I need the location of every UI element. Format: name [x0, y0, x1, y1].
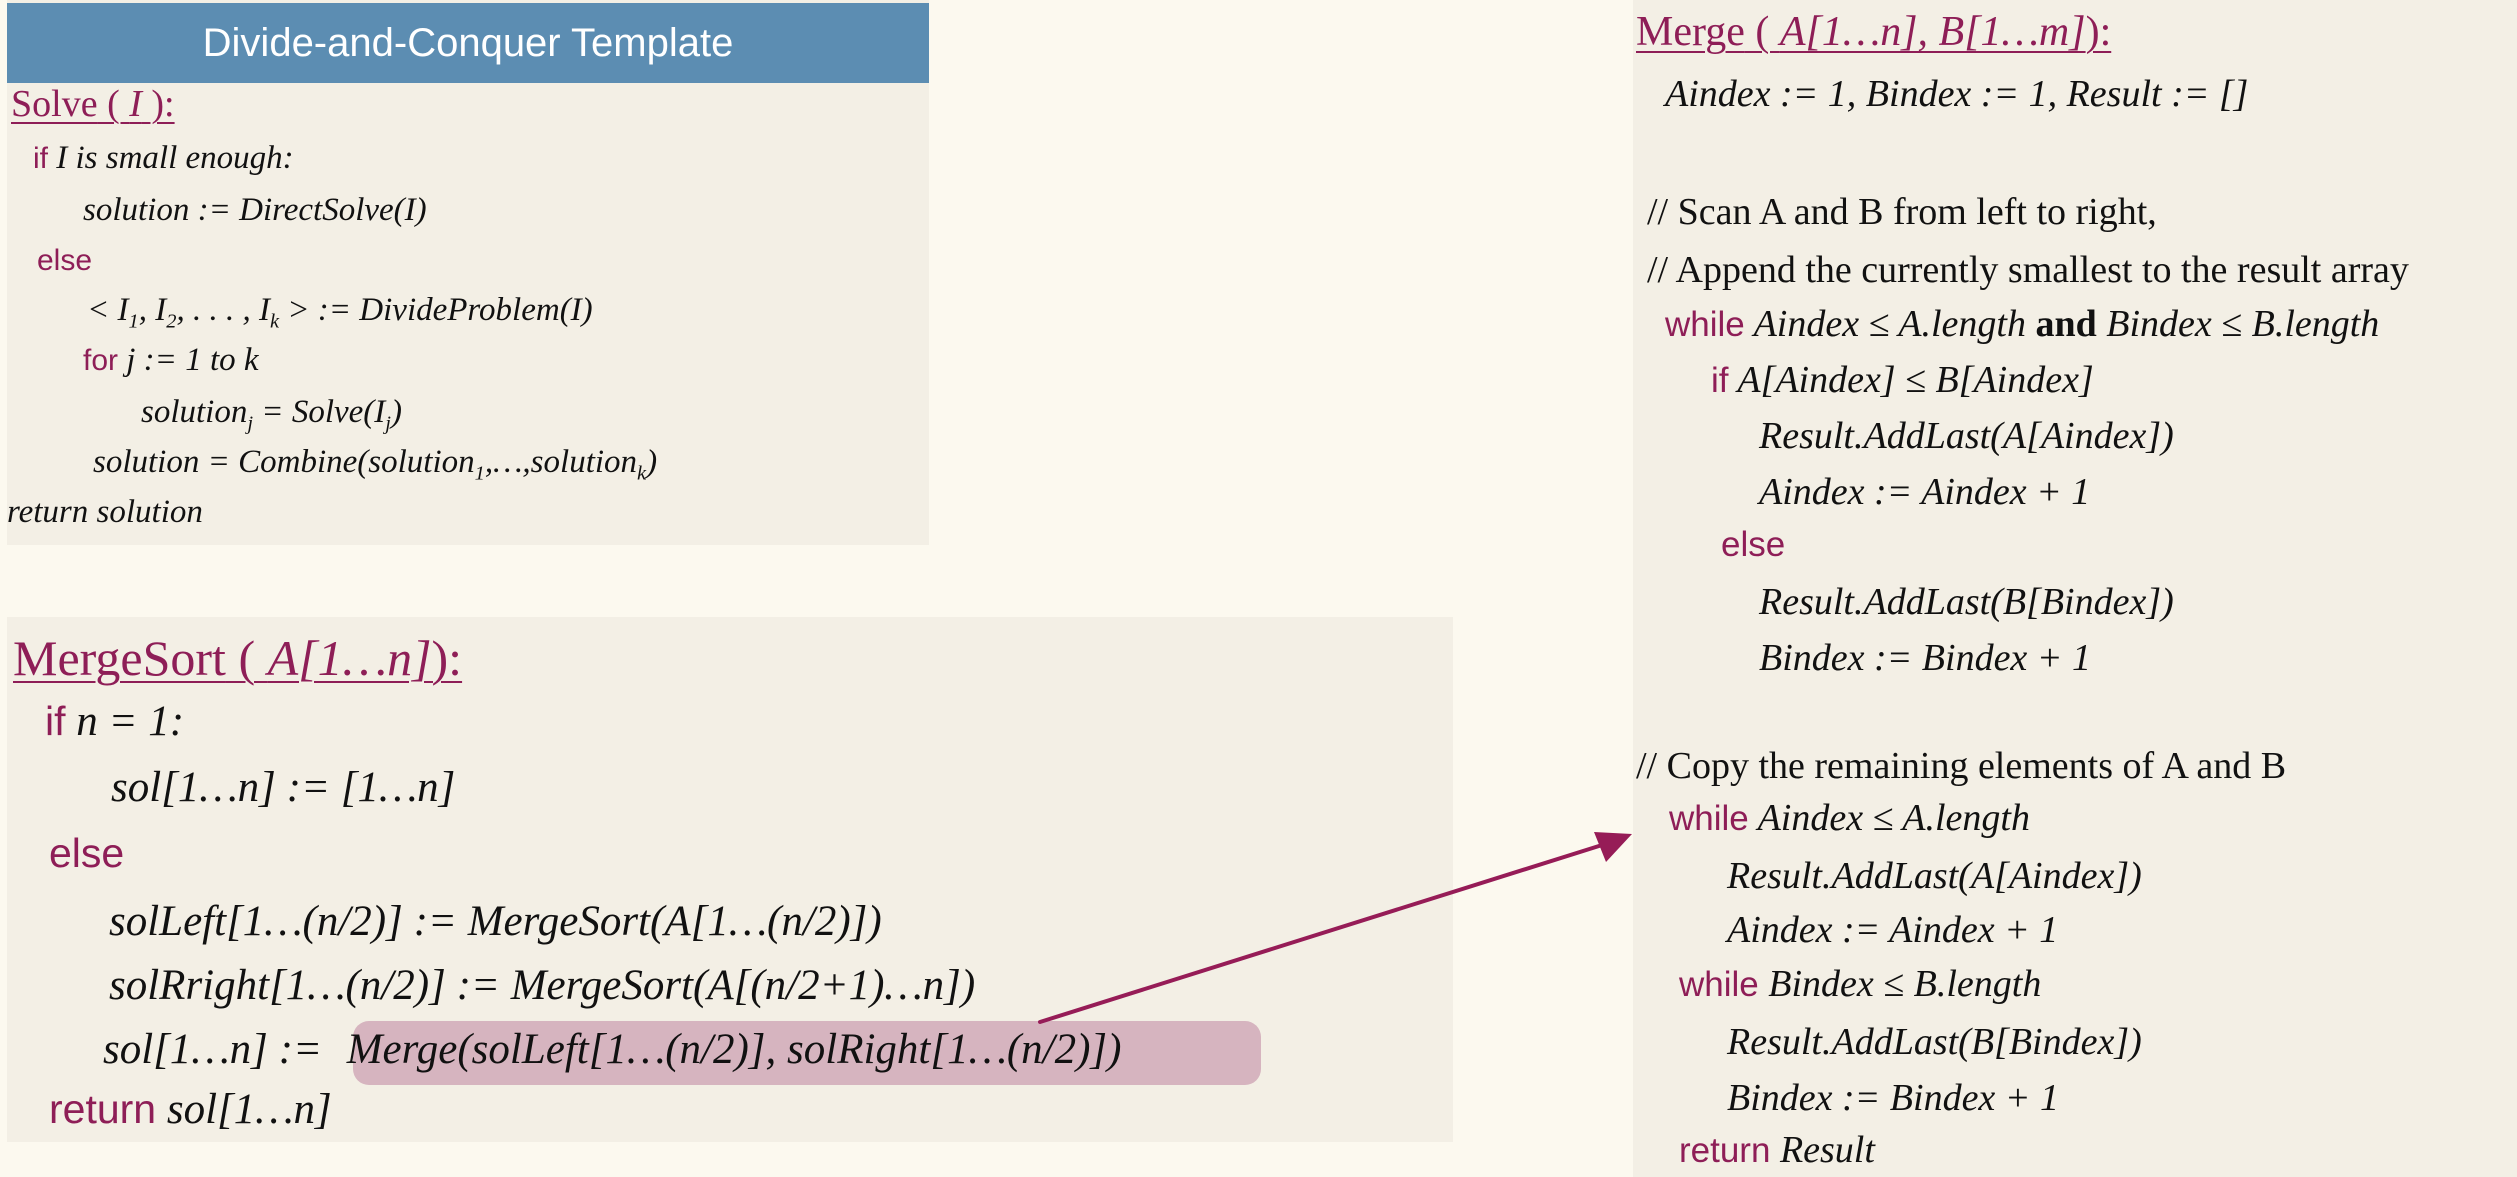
mergesort-line-return: return sol[1…n] [49, 1085, 332, 1134]
mergesort-line-base: sol[1…n] := [1…n] [111, 764, 456, 811]
merge-while2-cond: Aindex ≤ A.length [1757, 797, 2030, 839]
merge-call-highlight [353, 1021, 1261, 1085]
merge-line-addlast-b: Result.AddLast(B[Bindex]) [1759, 581, 2174, 623]
template-cond: I is small enough: [56, 140, 294, 176]
merge-line-while3: while Bindex ≤ B.length [1679, 962, 2041, 1006]
mergesort-panel: MergeSort ( A[1…n]): if n = 1: sol[1…n] … [7, 617, 1453, 1142]
mergesort-line-else: else [49, 829, 124, 878]
and-keyword: and [2035, 303, 2097, 345]
if-keyword: if [1711, 361, 1729, 400]
merge-line-addlast-a: Result.AddLast(A[Aindex]) [1759, 415, 2174, 457]
template-line-else: else [37, 242, 92, 279]
return-keyword: return [1679, 1131, 1771, 1170]
template-line-if: if I is small enough: [33, 140, 294, 177]
return-keyword: return [49, 1086, 157, 1132]
merge-line-copy-inc-b: Bindex := Bindex + 1 [1727, 1077, 2059, 1119]
mergesort-line-merge: sol[1…n] := Merge(solLeft[1…(n/2)], solR… [103, 1025, 1121, 1074]
else-keyword: else [37, 244, 93, 277]
template-l6-c: ) [390, 394, 402, 430]
template-l4-mid: , . . . , I [176, 292, 270, 328]
if-keyword: if [33, 142, 48, 175]
merge-line-copy-inc-a: Aindex := Aindex + 1 [1727, 909, 2059, 951]
mergesort-line-if: if n = 1: [45, 697, 184, 746]
merge-if-cond: A[Aindex] ≤ B[Aindex] [1737, 359, 2094, 401]
while-keyword: while [1679, 965, 1759, 1004]
merge-comment-scan: // Scan A and B from left to right, [1647, 191, 2157, 233]
merge-return-value: Result [1779, 1129, 1875, 1171]
merge-comment-copy: // Copy the remaining elements of A and … [1636, 745, 2287, 787]
solve-heading: Solve ( I ): [11, 83, 175, 125]
template-l4-c1: , I [138, 292, 167, 328]
else-keyword: else [1721, 525, 1786, 564]
template-line-directsolve: solution := DirectSolve(I) [83, 192, 427, 229]
template-l7-sub2: k [637, 462, 647, 485]
merge-line-init: Aindex := 1, Bindex := 1, Result := [] [1665, 73, 2249, 115]
template-line-for: for j := 1 to k [83, 342, 259, 379]
template-l7-c: ) [646, 444, 658, 480]
mergesort-cond: n = 1: [76, 698, 185, 745]
template-l7-a: solution = Combine(solution [93, 444, 475, 480]
template-l4-lt: < I [87, 292, 129, 328]
mergesort-return-value: sol[1…n] [166, 1086, 332, 1133]
mergesort-heading: MergeSort ( A[1…n]): [13, 630, 463, 686]
solve-param: I [129, 83, 142, 125]
merge-line-return: return Result [1679, 1128, 1875, 1172]
merge-line-while1: while Aindex ≤ A.length and Bindex ≤ B.l… [1665, 302, 2379, 346]
merge-heading: Merge ( A[1…n], B[1…m]): [1636, 9, 2112, 55]
template-l7-b: ,…,solution [484, 444, 638, 480]
template-l4-sub3: k [269, 310, 280, 333]
mergesort-sol-assign: sol[1…n] := [103, 1026, 322, 1073]
divide-and-conquer-panel: Divide-and-Conquer Template Solve ( I ):… [7, 0, 929, 545]
merge-line-copy-a: Result.AddLast(A[Aindex]) [1727, 855, 2142, 897]
merge-call: Merge(solLeft[1…(n/2)], solRight[1…(n/2)… [346, 1026, 1122, 1073]
template-l6-sub2: j [385, 412, 391, 435]
template-l4-rest: > := DivideProblem(I) [279, 292, 593, 328]
template-l6-b: = Solve(I [253, 394, 386, 430]
template-l7-sub1: 1 [474, 462, 485, 485]
merge-line-else: else [1721, 522, 1785, 566]
while-keyword: while [1665, 305, 1745, 344]
merge-heading-name: Merge [1636, 9, 1745, 55]
template-line-return: return solution [7, 494, 203, 530]
for-keyword: for [83, 344, 119, 377]
merge-while1-a: Aindex ≤ A.length [1753, 303, 2036, 345]
solve-heading-name: Solve [11, 83, 98, 125]
merge-line-while2: while Aindex ≤ A.length [1669, 796, 2030, 840]
template-l4-sub2: 2 [166, 310, 177, 333]
merge-panel: Merge ( A[1…n], B[1…m]): Aindex := 1, Bi… [1633, 0, 2517, 1177]
template-solution-var: solution [83, 192, 190, 228]
mergesort-line-right: solRright[1…(n/2)] := MergeSort(A[(n/2+1… [109, 962, 976, 1009]
template-line-combine: solution = Combine(solution1,…,solutionk… [93, 444, 657, 486]
merge-param: A[1…n], B[1…m] [1779, 9, 2086, 55]
merge-line-inc-b: Bindex := Bindex + 1 [1759, 637, 2091, 679]
template-header: Divide-and-Conquer Template [7, 3, 929, 83]
merge-comment-append: // Append the currently smallest to the … [1647, 249, 2409, 291]
merge-while3-cond: Bindex ≤ B.length [1768, 963, 2042, 1005]
merge-line-if: if A[Aindex] ≤ B[Aindex] [1711, 358, 2094, 402]
template-l6-sub1: j [247, 412, 254, 435]
template-l6-a: solution [141, 394, 248, 430]
arrow-head [1594, 832, 1632, 862]
mergesort-line-left: solLeft[1…(n/2)] := MergeSort(A[1…(n/2)]… [109, 898, 882, 945]
mergesort-param: A[1…n] [267, 630, 432, 686]
template-l4-sub1: 1 [128, 310, 139, 333]
else-keyword: else [49, 830, 125, 876]
if-keyword: if [45, 698, 66, 744]
template-line-divide: < I1, I2, . . . , Ik > := DivideProblem(… [87, 292, 593, 334]
merge-line-copy-b: Result.AddLast(B[Bindex]) [1727, 1021, 2142, 1063]
merge-line-inc-a: Aindex := Aindex + 1 [1759, 471, 2091, 513]
template-directsolve: := DirectSolve(I) [197, 192, 427, 228]
template-for-range: j := 1 to k [126, 342, 259, 378]
merge-while1-b: Bindex ≤ B.length [2096, 303, 2380, 345]
while-keyword: while [1669, 799, 1749, 838]
template-line-solve-j: solutionj = Solve(Ij) [141, 394, 402, 436]
mergesort-heading-name: MergeSort [13, 630, 226, 686]
